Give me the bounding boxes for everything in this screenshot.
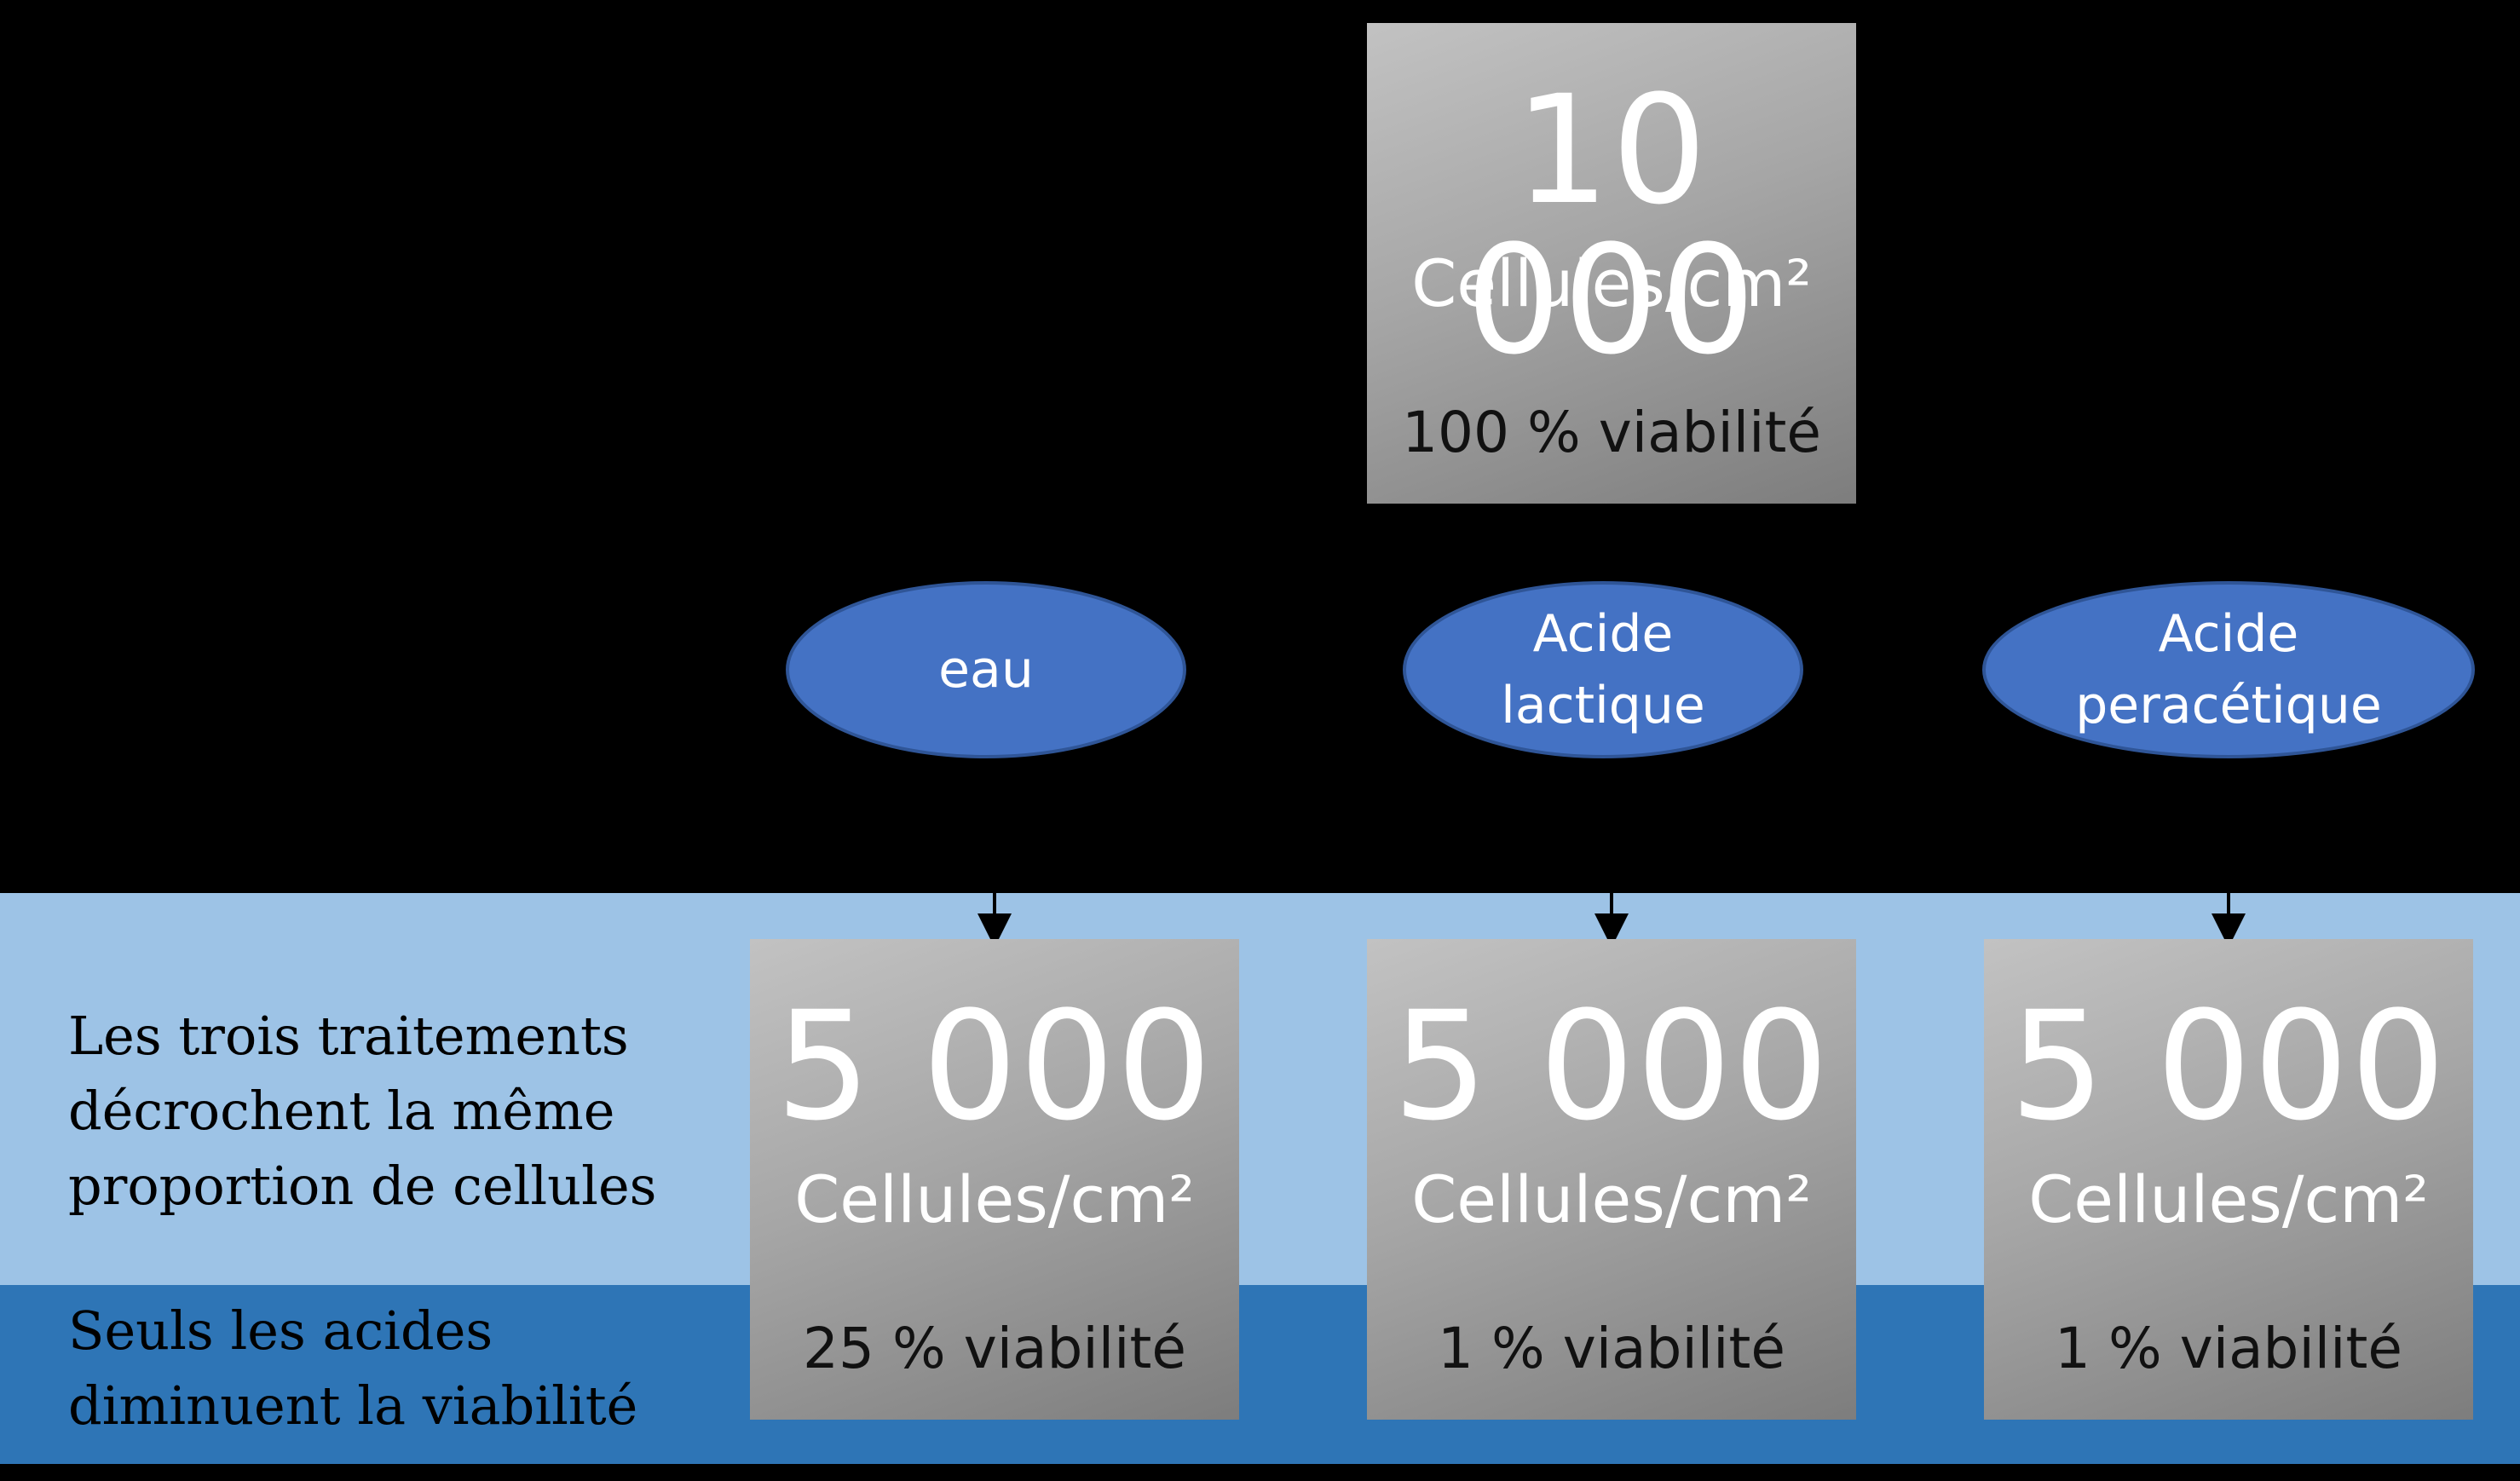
source-unit: Cellules/cm² bbox=[1411, 245, 1812, 321]
source-count: 10 000 bbox=[1466, 63, 1757, 388]
treatment-water: eau bbox=[786, 581, 1186, 758]
treatment-water-label: eau bbox=[938, 640, 1034, 700]
treatment-lactic-acid-label: Acide lactique bbox=[1501, 604, 1705, 735]
result-count: 5 000 bbox=[2010, 979, 2448, 1154]
result-unit: Cellules/cm² bbox=[1411, 1161, 1812, 1237]
result-box-peracetic-acid: 5 000 Cellules/cm² 1 % viabilité bbox=[1984, 939, 2473, 1420]
result-box-water: 5 000 Cellules/cm² 25 % viabilité bbox=[750, 939, 1239, 1420]
result-box-lactic-acid: 5 000 Cellules/cm² 1 % viabilité bbox=[1367, 939, 1856, 1420]
treatment-peracetic-acid-label: Acide peracétique bbox=[2075, 604, 2382, 735]
treatment-lactic-acid: Acide lactique bbox=[1403, 581, 1803, 758]
result-viability: 1 % viabilité bbox=[1438, 1316, 1785, 1381]
source-box: 10 000 Cellules/cm² 100 % viabilité bbox=[1367, 23, 1856, 504]
result-viability: 25 % viabilité bbox=[803, 1316, 1186, 1381]
treatment-peracetic-acid: Acide peracétique bbox=[1982, 581, 2475, 758]
detachment-note: Les trois traitements décrochent la même… bbox=[68, 1005, 657, 1217]
source-viability: 100 % viabilité bbox=[1402, 400, 1821, 465]
viability-note: Seuls les acides diminuent la viabilité bbox=[68, 1299, 638, 1437]
result-unit: Cellules/cm² bbox=[794, 1161, 1195, 1237]
result-count: 5 000 bbox=[776, 979, 1214, 1154]
result-viability: 1 % viabilité bbox=[2055, 1316, 2402, 1381]
result-count: 5 000 bbox=[1393, 979, 1831, 1154]
result-unit: Cellules/cm² bbox=[2028, 1161, 2429, 1237]
